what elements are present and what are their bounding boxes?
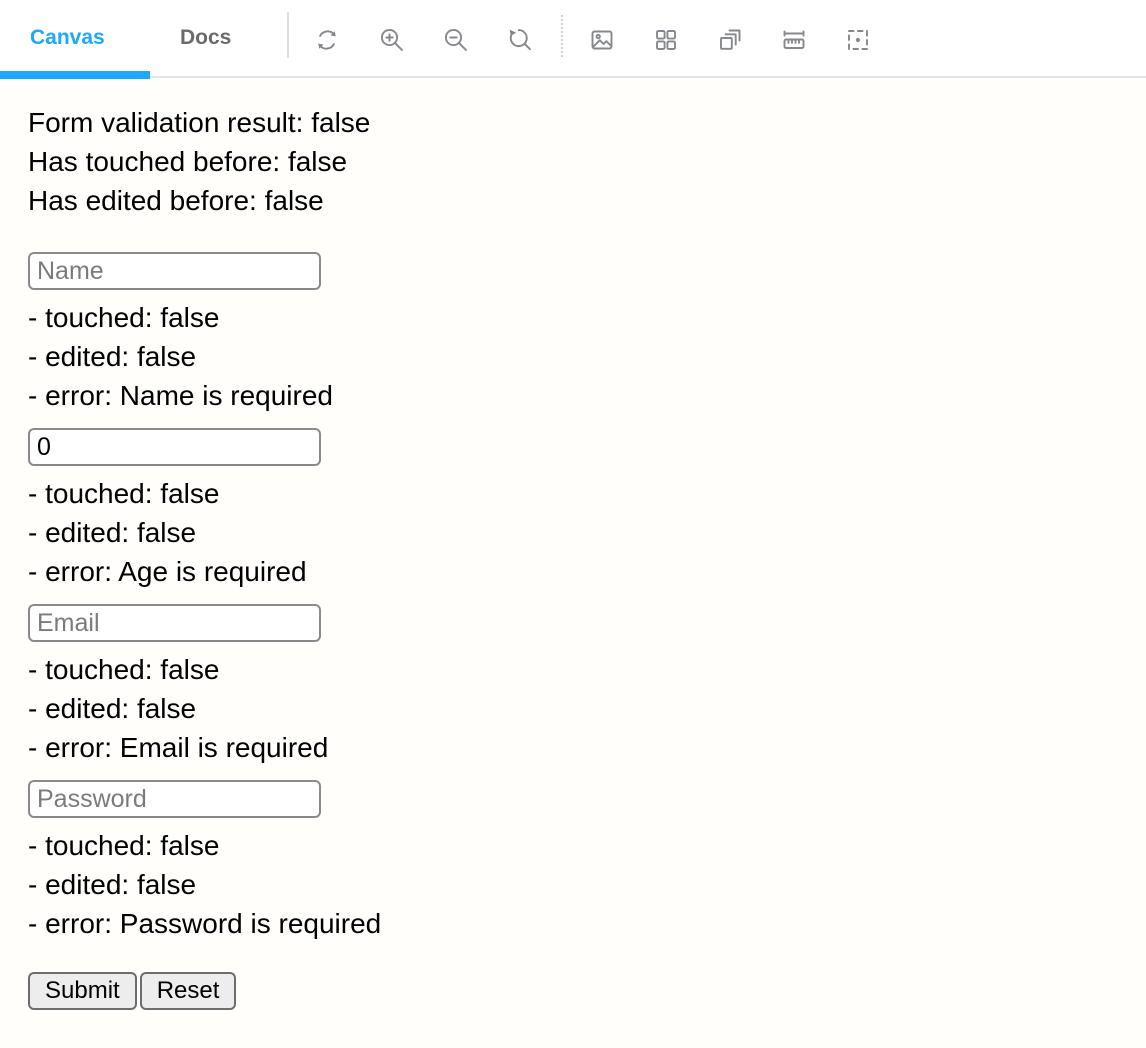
remount-button[interactable] xyxy=(312,25,342,55)
age-error-stat: - error: Age is required xyxy=(28,556,307,587)
background-button[interactable] xyxy=(587,25,617,55)
active-tab-indicator xyxy=(0,71,150,79)
age-edited-stat: - edited: false xyxy=(28,517,197,548)
outline-icon xyxy=(848,30,868,50)
name-field-section: - touched: false - edited: false - error… xyxy=(28,252,1126,415)
viewport-button[interactable] xyxy=(715,25,745,55)
password-edited-stat: - edited: false xyxy=(28,869,197,900)
form-actions: Submit Reset xyxy=(28,972,1126,1010)
measure-icon xyxy=(783,30,805,49)
background-icon xyxy=(591,30,613,50)
zoom-reset-icon xyxy=(509,29,531,51)
tab-canvas[interactable]: Canvas xyxy=(30,26,105,49)
email-error-stat: - error: Email is required xyxy=(28,732,329,763)
submit-button[interactable]: Submit xyxy=(28,972,137,1010)
zoom-in-button[interactable] xyxy=(377,25,407,55)
email-field-section: - touched: false - edited: false - error… xyxy=(28,604,1126,767)
outline-button[interactable] xyxy=(843,25,873,55)
has-edited-before-line: Has edited before: false xyxy=(28,185,324,216)
viewport-icon xyxy=(720,29,741,50)
name-touched-stat: - touched: false xyxy=(28,302,220,333)
measure-button[interactable] xyxy=(779,25,809,55)
reset-button[interactable]: Reset xyxy=(139,972,237,1010)
password-touched-stat: - touched: false xyxy=(28,830,220,861)
toolbar-separator xyxy=(287,12,289,58)
remount-icon xyxy=(318,30,336,50)
zoom-out-icon xyxy=(444,28,467,51)
validation-summary: Form validation result: false Has touche… xyxy=(28,103,1126,220)
zoom-out-button[interactable] xyxy=(441,25,471,55)
form-validation-result-line: Form validation result: false xyxy=(28,107,371,138)
age-input[interactable] xyxy=(28,428,321,466)
password-input[interactable] xyxy=(28,780,321,818)
age-field-section: - touched: false - edited: false - error… xyxy=(28,428,1126,591)
tab-docs[interactable]: Docs xyxy=(180,26,232,49)
toolbar-separator-dotted xyxy=(561,15,563,57)
zoom-reset-button[interactable] xyxy=(505,25,535,55)
storybook-toolbar: Canvas Docs xyxy=(0,0,1146,79)
name-edited-stat: - edited: false xyxy=(28,341,197,372)
name-input[interactable] xyxy=(28,252,321,290)
email-edited-stat: - edited: false xyxy=(28,693,197,724)
age-touched-stat: - touched: false xyxy=(28,478,220,509)
has-touched-before-line: Has touched before: false xyxy=(28,146,348,177)
grid-icon xyxy=(656,30,676,50)
name-error-stat: - error: Name is required xyxy=(28,380,333,411)
story-canvas: Form validation result: false Has touche… xyxy=(0,78,1146,1010)
email-touched-stat: - touched: false xyxy=(28,654,220,685)
password-field-section: - touched: false - edited: false - error… xyxy=(28,780,1126,943)
grid-button[interactable] xyxy=(651,25,681,55)
zoom-in-icon xyxy=(380,28,403,51)
email-input[interactable] xyxy=(28,604,321,642)
password-error-stat: - error: Password is required xyxy=(28,908,382,939)
